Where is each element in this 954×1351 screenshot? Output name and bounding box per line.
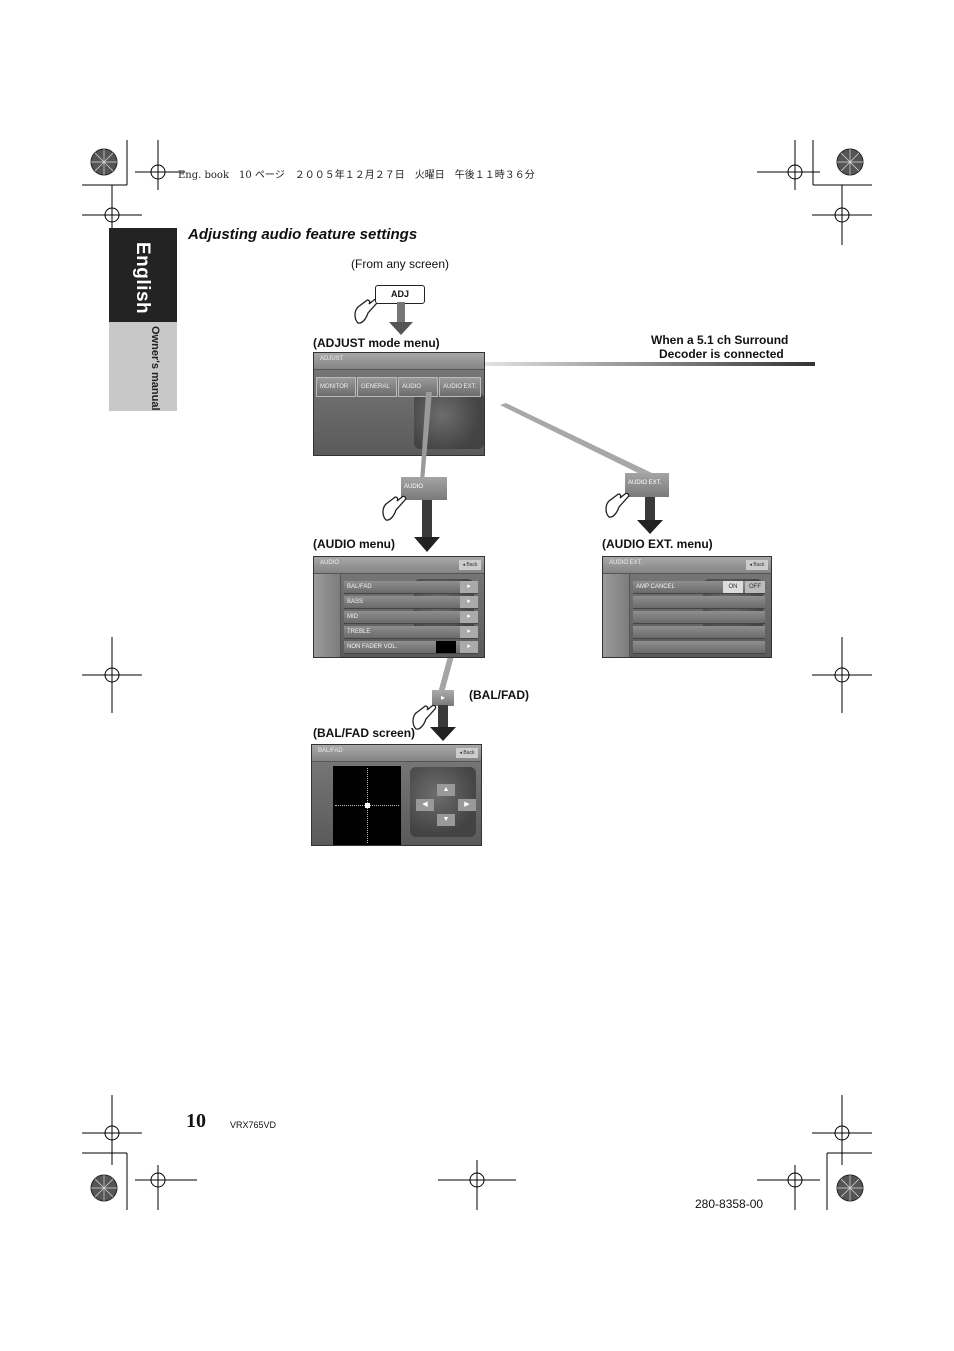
value-box <box>436 641 456 653</box>
audio-menu-label: (AUDIO menu) <box>313 537 395 551</box>
start-note: (From any screen) <box>351 257 450 271</box>
row-label: AMP CANCEL <box>636 584 675 590</box>
bal-fad-tap-button[interactable]: ▸ <box>432 690 454 706</box>
tab-monitor[interactable]: MONITOR <box>316 377 356 397</box>
bal-fad-screen-label: (BAL/FAD screen) <box>313 726 416 740</box>
back-button[interactable]: ◂ Back <box>746 560 768 570</box>
bal-fad-screen: BAL/FAD ◂ Back ▲ ◀ ▶ ▼ <box>311 744 482 846</box>
adj-key-label: ADJ <box>390 289 409 299</box>
row-label: BASS <box>347 599 364 605</box>
row-label: MID <box>347 614 358 620</box>
up-button[interactable]: ▲ <box>437 784 455 796</box>
chevron-right-icon: ▸ <box>460 611 478 623</box>
back-button[interactable]: ◂ Back <box>459 560 481 570</box>
down-arrow-icon <box>414 500 440 552</box>
list-item-amp-cancel[interactable]: AMP CANCEL ON OFF <box>633 581 765 594</box>
row-label: NON FADER VOL. <box>347 644 398 650</box>
adjust-title: ADJUST <box>320 356 344 362</box>
audio-titlebar: AUDIO ◂ Back <box>314 557 484 574</box>
on-button[interactable]: ON <box>723 581 743 593</box>
bal-fad-titlebar: BAL/FAD ◂ Back <box>312 745 481 762</box>
section-title: Adjusting audio feature settings <box>188 226 418 243</box>
surround-note-1: When a 5.1 ch Surround <box>651 333 789 347</box>
surround-bar <box>465 362 815 366</box>
chevron-right-icon: ▸ <box>460 581 478 593</box>
print-header: Eng. book 10 ページ ２００５年１２月２７日 火曜日 午後１１時３６… <box>178 170 535 181</box>
off-button[interactable]: OFF <box>745 581 765 593</box>
audio-tap-label: AUDIO <box>404 484 424 490</box>
list-item <box>633 641 765 654</box>
finger-press-icon <box>412 704 437 730</box>
list-item-non-fader-vol[interactable]: NON FADER VOL. ▸ <box>344 641 478 654</box>
audio-ext-title: AUDIO EXT. <box>609 560 643 566</box>
scroll-rail[interactable] <box>603 574 630 657</box>
chevron-right-icon: ▸ <box>460 626 478 638</box>
adjust-titlebar: ADJUST <box>314 353 484 370</box>
finger-press-icon <box>382 495 407 521</box>
audio-tap-button[interactable]: AUDIO <box>401 477 447 500</box>
page-number: 10 <box>186 1110 206 1132</box>
audio-ext-screen: AUDIO EXT. ◂ Back AMP CANCEL ON OFF <box>602 556 772 658</box>
row-label: BAL/FAD <box>347 584 372 590</box>
audio-ext-menu-label: (AUDIO EXT. menu) <box>602 537 713 551</box>
language-tab: English <box>109 228 177 322</box>
audio-title: AUDIO <box>320 560 340 566</box>
list-item-bass[interactable]: BASS ▸ <box>344 596 478 609</box>
manual-tab: Owner's manual <box>109 322 177 411</box>
down-button[interactable]: ▼ <box>437 814 455 826</box>
list-item-treble[interactable]: TREBLE ▸ <box>344 626 478 639</box>
audio-ext-tap-label: AUDIO EXT. <box>628 480 662 486</box>
list-item <box>633 626 765 639</box>
chevron-right-icon: ▸ <box>460 641 478 653</box>
list-item <box>633 611 765 624</box>
bal-fad-tap-label: (BAL/FAD) <box>469 688 529 702</box>
right-button[interactable]: ▶ <box>458 799 476 811</box>
manual-label: Owner's manual <box>149 326 161 411</box>
position-marker <box>365 803 370 808</box>
tab-audio-ext[interactable]: AUDIO EXT. <box>439 377 481 397</box>
finger-press-icon <box>354 298 379 324</box>
balance-fader-grid[interactable] <box>333 766 401 845</box>
adjust-menu-label: (ADJUST mode menu) <box>313 336 440 350</box>
row-label: TREBLE <box>347 629 371 635</box>
surround-note-2: Decoder is connected <box>659 347 784 361</box>
bal-fad-title: BAL/FAD <box>318 748 343 754</box>
down-arrow-icon <box>637 497 663 534</box>
language-label: English <box>132 242 153 315</box>
adjust-screen: ADJUST MONITOR GENERAL AUDIO AUDIO EXT. <box>313 352 485 456</box>
left-button[interactable]: ◀ <box>416 799 434 811</box>
list-item-mid[interactable]: MID ▸ <box>344 611 478 624</box>
down-arrow-icon <box>389 302 413 335</box>
finger-press-icon <box>605 492 630 518</box>
part-number: 280-8358-00 <box>695 1197 764 1211</box>
audio-ext-titlebar: AUDIO EXT. ◂ Back <box>603 557 771 574</box>
model-number: VRX765VD <box>230 1120 277 1130</box>
list-item-bal-fad[interactable]: BAL/FAD ▸ <box>344 581 478 594</box>
tab-general[interactable]: GENERAL <box>357 377 397 397</box>
scroll-rail[interactable] <box>314 574 341 657</box>
back-button[interactable]: ◂ Back <box>456 748 478 758</box>
audio-screen: AUDIO ◂ Back BAL/FAD ▸ BASS ▸ MID ▸ TREBLE ▸… <box>313 556 485 658</box>
down-arrow-icon <box>430 705 456 741</box>
audio-ext-tap-button[interactable]: AUDIO EXT. <box>625 473 669 497</box>
list-item <box>633 596 765 609</box>
chevron-right-icon: ▸ <box>460 596 478 608</box>
